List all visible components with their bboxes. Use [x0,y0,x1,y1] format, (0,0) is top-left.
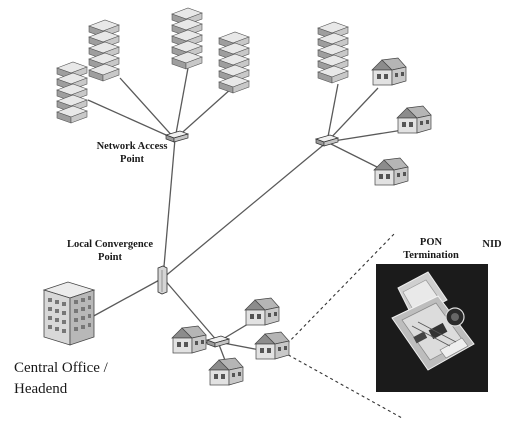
server-rack-icon [88,19,120,82]
house-icon [396,105,432,134]
server-rack-icon [218,31,250,94]
server-rack-icon [317,21,349,84]
cables [87,67,404,369]
house-icon [371,57,407,86]
house-icon [254,331,290,360]
pon-termination-label: PON Termination [403,237,459,261]
server-rack-icon [56,61,88,124]
nid-device-icon [391,271,475,371]
local-convergence-point-label: Local Convergence Point [66,239,154,263]
office-building-icon [42,281,96,346]
central-office-label: Central Office / Headend [14,360,108,397]
house-icon [244,297,280,326]
splitter-icon [206,335,230,348]
nid-label: NID [482,239,502,250]
callout-lines [282,232,403,419]
nid-photo-inset [376,264,488,392]
house-icon [373,157,409,186]
splitter-icon [315,134,339,147]
server-rack-icon [171,7,203,70]
local-convergence-point-icon [157,265,168,295]
network-access-point-label: Network Access Point [96,141,168,165]
house-icon [171,325,207,354]
house-icon [208,357,244,386]
